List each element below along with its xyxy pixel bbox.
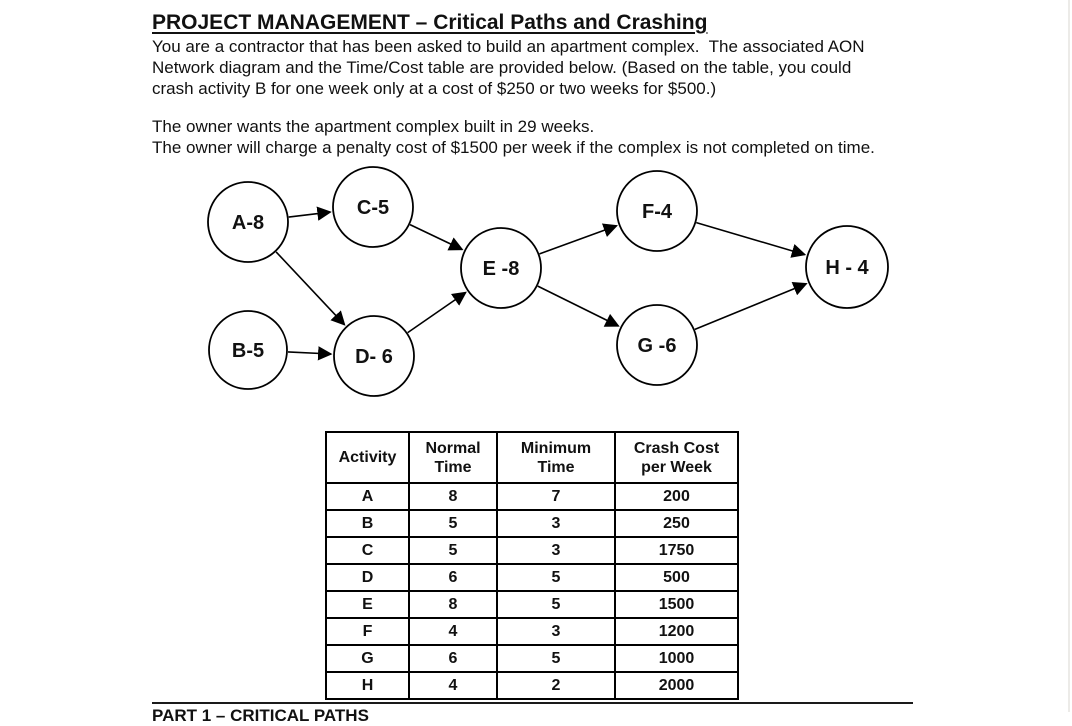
edge-arrow-E-F bbox=[539, 223, 618, 255]
cell-normal: 5 bbox=[408, 509, 498, 538]
cell-minimum: 5 bbox=[496, 590, 616, 619]
diagram-edges bbox=[275, 206, 808, 361]
header-text: Activity bbox=[338, 449, 397, 466]
activity-node-label-E: E -8 bbox=[483, 258, 520, 280]
cell-minimum: 5 bbox=[496, 563, 616, 592]
activity-node-label-A: A-8 bbox=[232, 212, 264, 234]
cell-minimum: 3 bbox=[496, 617, 616, 646]
cell-activity: H bbox=[325, 671, 410, 700]
edge-arrow-E-G bbox=[537, 285, 620, 327]
table-row: E 8 5 1500 bbox=[325, 590, 739, 619]
table-row: B 5 3 250 bbox=[325, 509, 739, 538]
intro-line: Network diagram and the Time/Cost table … bbox=[152, 58, 852, 77]
cell-crash: 2000 bbox=[614, 671, 739, 700]
part1-heading: PART 1 – CRITICAL PATHS bbox=[152, 706, 369, 725]
cell-minimum: 7 bbox=[496, 482, 616, 511]
owner-paragraph: The owner wants the apartment complex bu… bbox=[152, 116, 875, 158]
cell-minimum: 5 bbox=[496, 644, 616, 673]
activity-node-C bbox=[332, 166, 414, 248]
cell-activity: A bbox=[325, 482, 410, 511]
page-title: PROJECT MANAGEMENT – Critical Paths and … bbox=[152, 11, 708, 34]
section-divider bbox=[152, 702, 913, 704]
cell-activity: G bbox=[325, 644, 410, 673]
cell-crash: 1750 bbox=[614, 536, 739, 565]
table-row: D 6 5 500 bbox=[325, 563, 739, 592]
diagram-nodes: A-8 C-5 E -8 F-4 H - 4 B-5 D- 6 G -6 bbox=[207, 166, 889, 397]
activity-node-label-H: H - 4 bbox=[825, 257, 869, 279]
edge-arrow-D-E bbox=[407, 291, 467, 334]
activity-node-label-G: G -6 bbox=[638, 335, 677, 357]
cell-activity: F bbox=[325, 617, 410, 646]
header-text: Crash Cost bbox=[633, 439, 720, 457]
intro-line: crash activity B for one week only at a … bbox=[152, 79, 717, 98]
activity-node-H bbox=[805, 225, 889, 309]
owner-line: The owner wants the apartment complex bu… bbox=[152, 117, 595, 136]
header-text: Time bbox=[537, 458, 575, 476]
cell-normal: 4 bbox=[408, 617, 498, 646]
cell-crash: 200 bbox=[614, 482, 739, 511]
table-row: F 4 3 1200 bbox=[325, 617, 739, 646]
cell-normal: 8 bbox=[408, 482, 498, 511]
header-text: per Week bbox=[641, 458, 712, 476]
activity-node-B bbox=[208, 310, 288, 390]
cell-activity: C bbox=[325, 536, 410, 565]
edge-arrow-C-E bbox=[409, 223, 464, 251]
cell-minimum: 2 bbox=[496, 671, 616, 700]
activity-node-label-B: B-5 bbox=[232, 340, 264, 362]
cell-normal: 6 bbox=[408, 563, 498, 592]
intro-line: You are a contractor that has been asked… bbox=[152, 37, 865, 56]
cell-activity: E bbox=[325, 590, 410, 619]
activity-node-D bbox=[333, 315, 415, 397]
cell-minimum: 3 bbox=[496, 536, 616, 565]
activity-node-label-D: D- 6 bbox=[355, 346, 393, 368]
edge-arrow-F-H bbox=[696, 221, 807, 258]
activity-node-A bbox=[207, 181, 289, 263]
cell-activity: B bbox=[325, 509, 410, 538]
intro-paragraph: You are a contractor that has been asked… bbox=[152, 36, 865, 99]
edge-arrow-B-D bbox=[287, 346, 333, 361]
owner-line: The owner will charge a penalty cost of … bbox=[152, 138, 875, 157]
header-text: Normal bbox=[425, 439, 481, 457]
cell-crash: 1200 bbox=[614, 617, 739, 646]
activity-node-label-F: F-4 bbox=[642, 201, 673, 223]
cell-crash: 1000 bbox=[614, 644, 739, 673]
cell-activity: D bbox=[325, 563, 410, 592]
edge-arrow-A-D bbox=[275, 251, 346, 326]
header-text: Minimum bbox=[520, 439, 592, 457]
activity-node-F bbox=[616, 170, 698, 252]
cell-minimum: 3 bbox=[496, 509, 616, 538]
cell-normal: 5 bbox=[408, 536, 498, 565]
table-row: C 5 3 1750 bbox=[325, 536, 739, 565]
header-activity: Activity bbox=[325, 431, 410, 484]
table-row: A 8 7 200 bbox=[325, 482, 739, 511]
cell-crash: 1500 bbox=[614, 590, 739, 619]
table-row: H 4 2 2000 bbox=[325, 671, 739, 700]
edge-arrow-A-C bbox=[288, 206, 332, 221]
activity-node-E bbox=[460, 227, 542, 309]
cell-normal: 4 bbox=[408, 671, 498, 700]
cell-normal: 6 bbox=[408, 644, 498, 673]
cell-crash: 500 bbox=[614, 563, 739, 592]
page-edge bbox=[1068, 0, 1070, 712]
table-row: G 6 5 1000 bbox=[325, 644, 739, 673]
activity-node-G bbox=[616, 304, 698, 386]
cell-crash: 250 bbox=[614, 509, 739, 538]
activity-node-label-C: C-5 bbox=[357, 197, 389, 219]
header-text: Time bbox=[434, 458, 472, 476]
edge-arrow-G-H bbox=[694, 281, 808, 331]
cell-normal: 8 bbox=[408, 590, 498, 619]
